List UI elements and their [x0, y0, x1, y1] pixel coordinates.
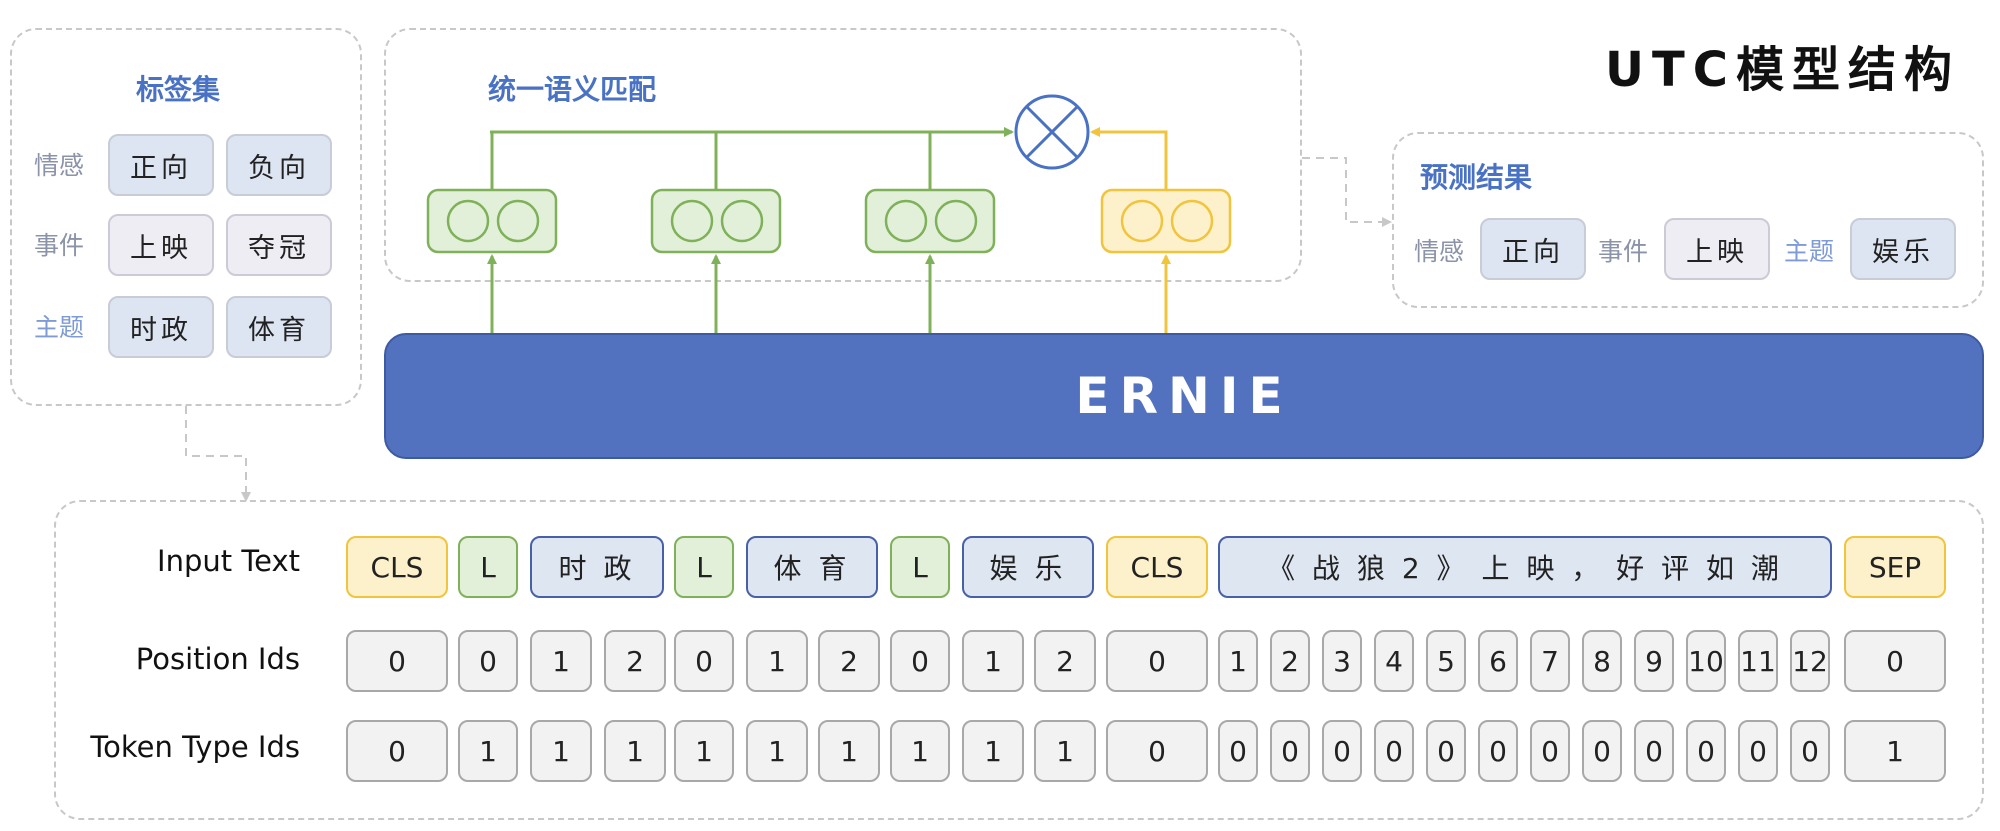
- row-label-position-ids: Position Ids: [135, 642, 300, 676]
- position-id-cell: 1: [1218, 630, 1258, 692]
- token-type-id-cell: 0: [1738, 720, 1778, 782]
- prediction-chip-release: 上映: [1664, 218, 1770, 280]
- token-input-sentence: 《 战 狼 2 》 上 映 ， 好 评 如 潮: [1218, 536, 1832, 598]
- token-type-id-cell: 0: [1686, 720, 1726, 782]
- position-id-cell: 8: [1582, 630, 1622, 692]
- token-type-id-cell: 1: [818, 720, 880, 782]
- prediction-category-event: 事件: [1598, 237, 1649, 266]
- label-chip-champion: 夺冠: [226, 214, 332, 276]
- prediction-chip-entertainment: 娱乐: [1850, 218, 1956, 280]
- token-type-id-cell: 1: [674, 720, 734, 782]
- label-chip-politics: 时政: [108, 296, 214, 358]
- token-sep: SEP: [1844, 536, 1946, 598]
- token-label-sports: 体 育: [746, 536, 878, 598]
- position-id-cell: 12: [1790, 630, 1830, 692]
- label-chip-sports: 体育: [226, 296, 332, 358]
- position-id-cell: 1: [530, 630, 592, 692]
- position-id-cell: 2: [818, 630, 880, 692]
- token-type-id-cell: 0: [1478, 720, 1518, 782]
- label-embedding-node: [426, 188, 558, 254]
- position-id-cell: 4: [1374, 630, 1414, 692]
- token-type-id-cell: 0: [1322, 720, 1362, 782]
- position-id-cell: 11: [1738, 630, 1778, 692]
- semantic-matching-panel: [384, 28, 1302, 282]
- token-type-id-cell: 0: [1582, 720, 1622, 782]
- prediction-title: 预测结果: [1420, 161, 1533, 194]
- category-label-sentiment: 情感: [34, 151, 85, 180]
- position-id-cell: 1: [962, 630, 1024, 692]
- position-id-cell: 3: [1322, 630, 1362, 692]
- token-label-marker: L: [674, 536, 734, 598]
- position-id-cell: 0: [458, 630, 518, 692]
- label-set-panel: [10, 28, 362, 406]
- position-id-cell: 5: [1426, 630, 1466, 692]
- category-label-topic: 主题: [34, 313, 85, 342]
- yellow-arrow-to-match: [1090, 127, 1168, 190]
- prediction-category-topic: 主题: [1784, 237, 1835, 266]
- position-id-cell: 0: [674, 630, 734, 692]
- token-type-id-cell: 1: [530, 720, 592, 782]
- token-type-id-cell: 0: [1634, 720, 1674, 782]
- position-id-cell: 7: [1530, 630, 1570, 692]
- token-type-id-cell: 1: [1034, 720, 1096, 782]
- token-type-id-cell: 0: [1374, 720, 1414, 782]
- token-type-id-cell: 0: [1218, 720, 1258, 782]
- position-id-cell: 2: [604, 630, 666, 692]
- position-id-cell: 2: [1034, 630, 1096, 692]
- label-chip-release: 上映: [108, 214, 214, 276]
- category-label-event: 事件: [34, 231, 85, 260]
- match-operator-icon: [1014, 94, 1090, 170]
- token-type-id-cell: 1: [604, 720, 666, 782]
- label-embedding-node: [864, 188, 996, 254]
- input-panel: [54, 500, 1984, 820]
- token-type-id-cell: 0: [1790, 720, 1830, 782]
- flow-arrow-match-to-prediction: [1302, 157, 1392, 227]
- row-label-input-text: Input Text: [157, 544, 300, 578]
- ernie-encoder: ERNIE: [384, 333, 1984, 459]
- position-id-cell: 0: [1844, 630, 1946, 692]
- semantic-matching-title: 统一语义匹配: [488, 73, 657, 106]
- label-set-title: 标签集: [136, 73, 221, 106]
- position-id-cell: 0: [890, 630, 950, 692]
- token-type-id-cell: 0: [346, 720, 448, 782]
- label-chip-negative: 负向: [226, 134, 332, 196]
- token-type-id-cell: 1: [1844, 720, 1946, 782]
- position-id-cell: 6: [1478, 630, 1518, 692]
- token-type-id-cell: 0: [1530, 720, 1570, 782]
- label-chip-positive: 正向: [108, 134, 214, 196]
- position-id-cell: 0: [346, 630, 448, 692]
- label-embedding-node: [650, 188, 782, 254]
- token-type-id-cell: 1: [746, 720, 808, 782]
- token-type-id-cell: 1: [458, 720, 518, 782]
- position-id-cell: 2: [1270, 630, 1310, 692]
- cls-embedding-node: [1100, 188, 1232, 254]
- prediction-chip-positive: 正向: [1480, 218, 1586, 280]
- flow-arrow-labels-to-input: [185, 406, 251, 502]
- token-label-entertainment: 娱 乐: [962, 536, 1094, 598]
- token-type-id-cell: 1: [890, 720, 950, 782]
- position-id-cell: 10: [1686, 630, 1726, 692]
- prediction-panel: [1392, 132, 1984, 308]
- position-id-cell: 9: [1634, 630, 1674, 692]
- prediction-category-sentiment: 情感: [1414, 237, 1465, 266]
- token-label-marker: L: [890, 536, 950, 598]
- diagram-title: UTC模型结构: [1605, 42, 1960, 98]
- token-cls: CLS: [1106, 536, 1208, 598]
- row-label-token-type-ids: Token Type Ids: [90, 730, 300, 764]
- token-label-marker: L: [458, 536, 518, 598]
- token-type-id-cell: 0: [1106, 720, 1208, 782]
- token-label-politics: 时 政: [530, 536, 664, 598]
- position-id-cell: 0: [1106, 630, 1208, 692]
- token-cls: CLS: [346, 536, 448, 598]
- position-id-cell: 1: [746, 630, 808, 692]
- token-type-id-cell: 0: [1426, 720, 1466, 782]
- token-type-id-cell: 1: [962, 720, 1024, 782]
- token-type-id-cell: 0: [1270, 720, 1310, 782]
